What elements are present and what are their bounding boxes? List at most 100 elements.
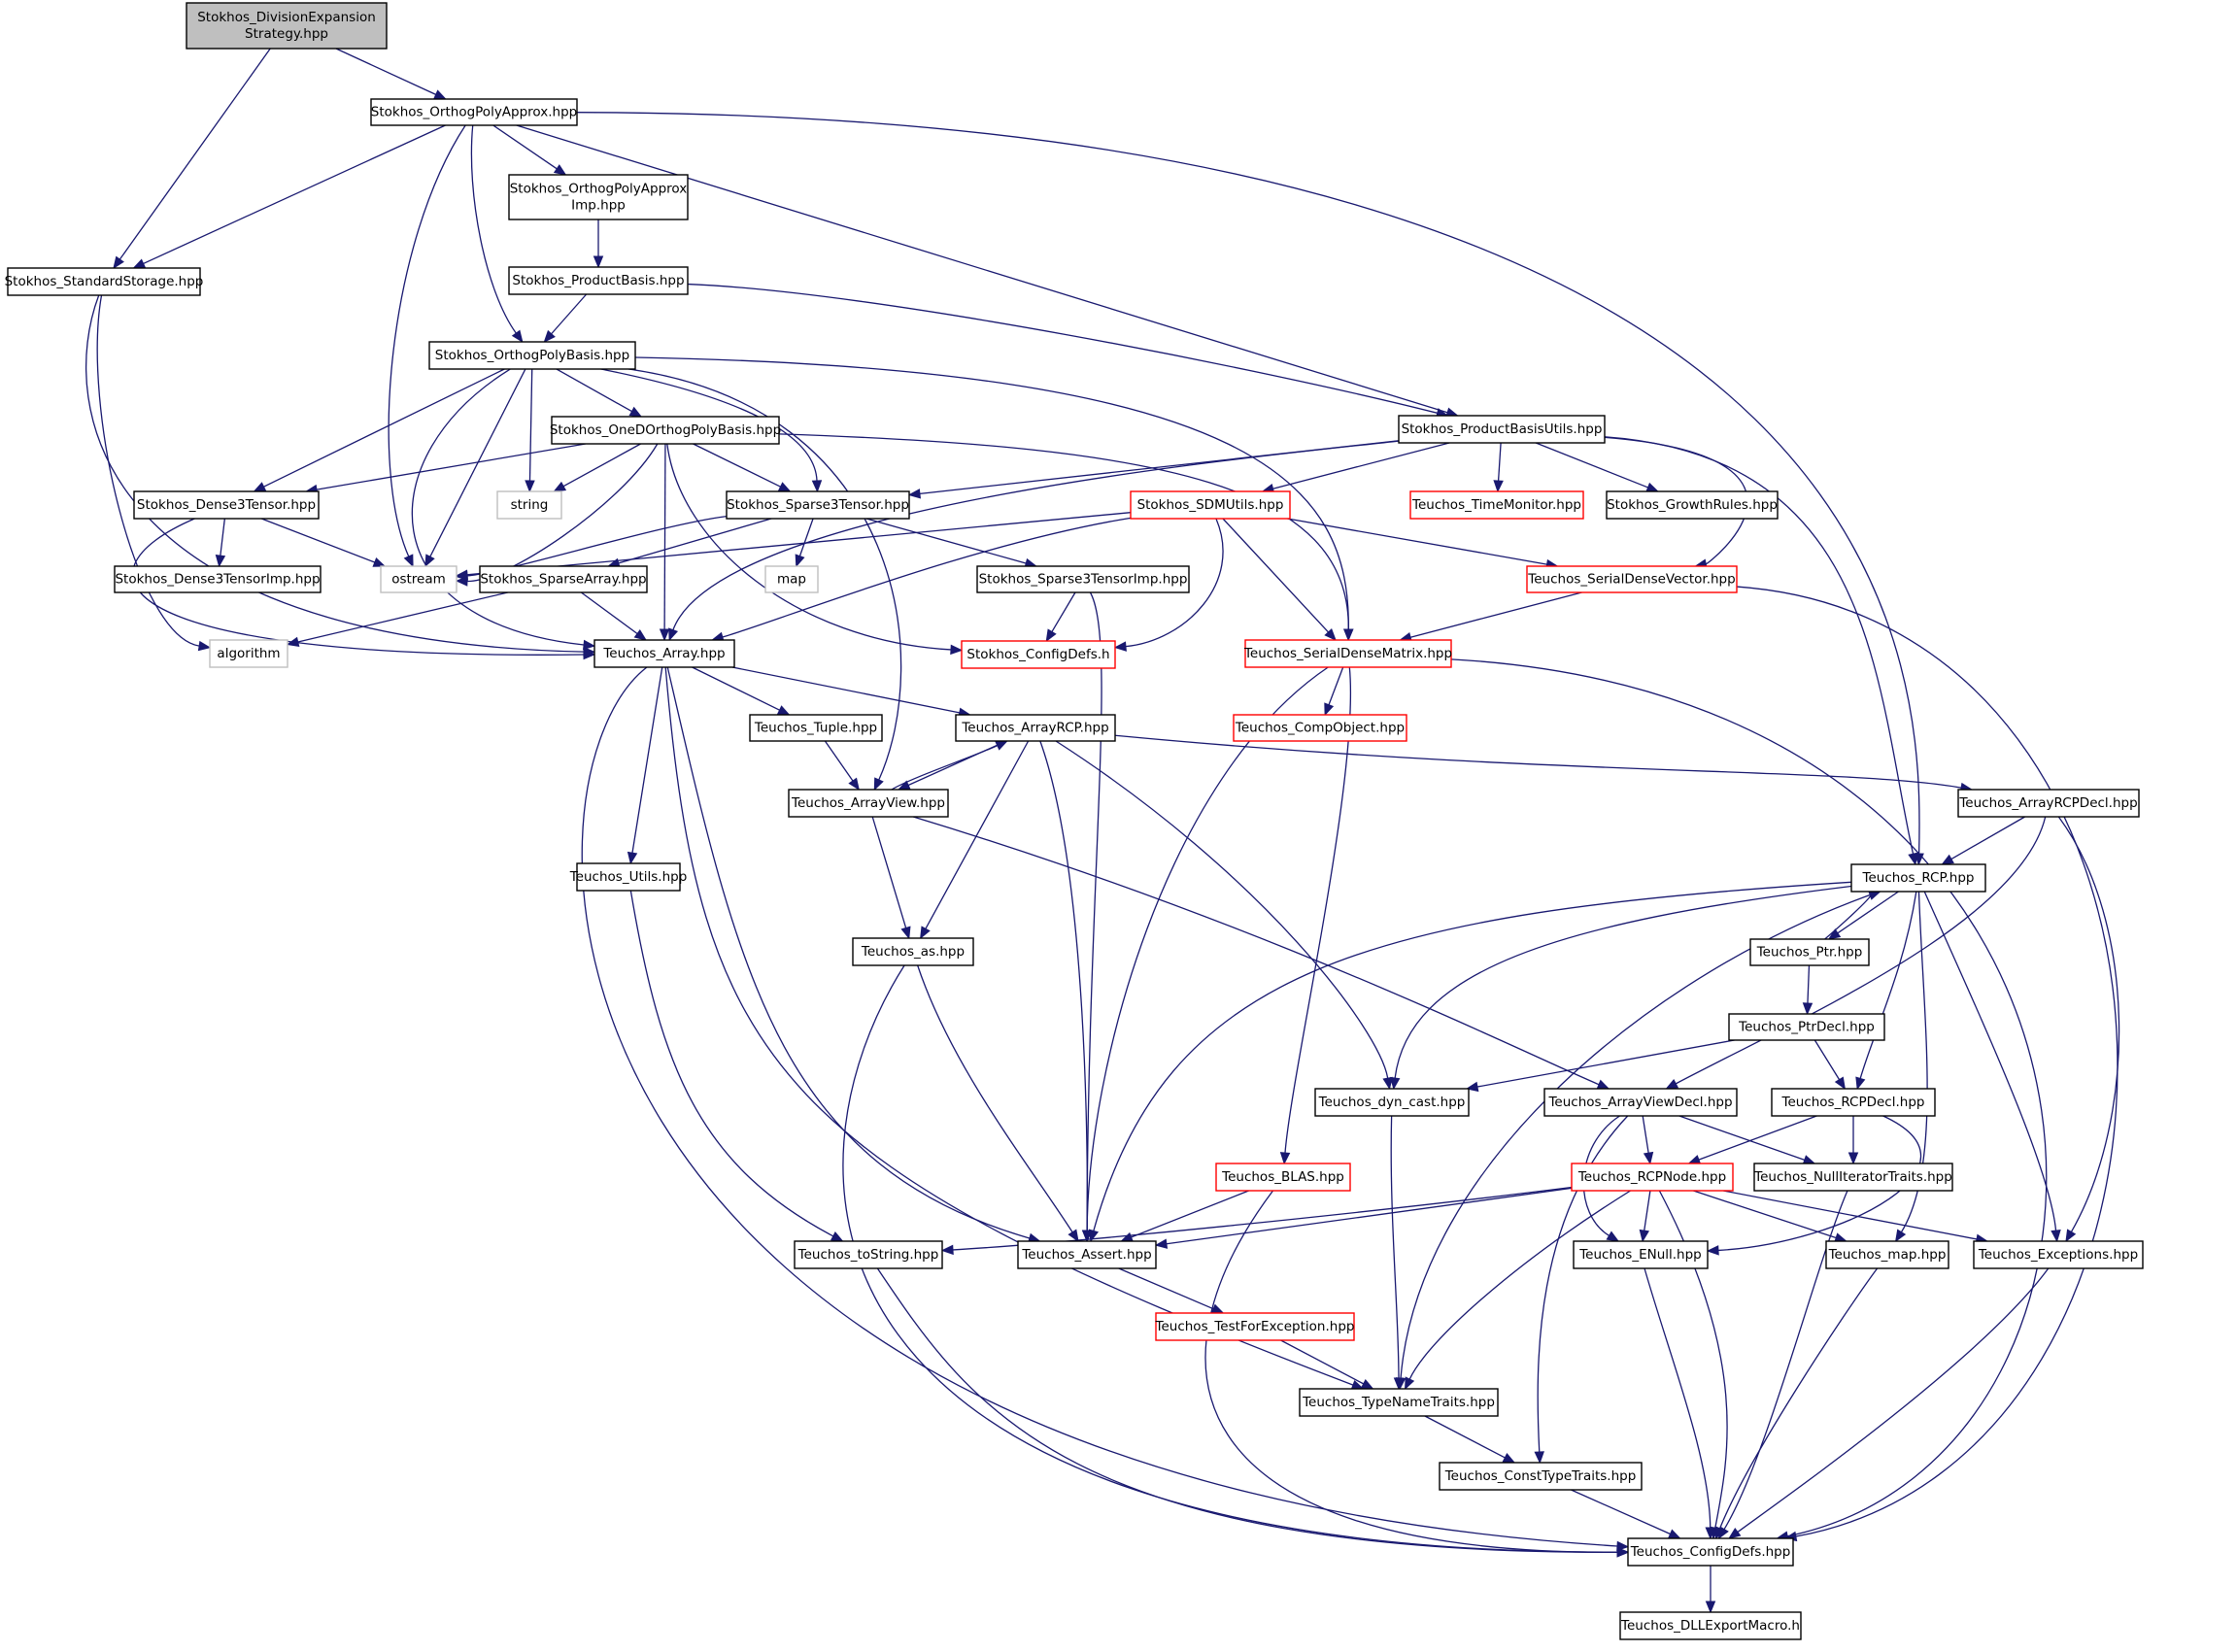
node-sparse3tensorimp[interactable]: Stokhos_Sparse3TensorImp.hpp — [976, 565, 1190, 593]
node-rcpdecl[interactable]: Teuchos_RCPDecl.hpp — [1771, 1088, 1936, 1117]
arrowhead — [1534, 1451, 1544, 1465]
node-dense3tensor[interactable]: Stokhos_Dense3Tensor.hpp — [133, 490, 320, 520]
node-exceptions[interactable]: Teuchos_Exceptions.hpp — [1973, 1240, 2144, 1269]
node-label: Teuchos_TimeMonitor.hpp — [1411, 497, 1581, 513]
arrowhead — [583, 649, 596, 660]
edge-onedorthopolybasis-to-dense3tensor — [304, 443, 586, 495]
nodes-layer: Stokhos_DivisionExpansionStrategy.hppSto… — [5, 2, 2144, 1640]
node-box — [852, 937, 974, 966]
node-label: Stokhos_Sparse3TensorImp.hpp — [979, 572, 1188, 588]
edge-orthopolybasis-to-string — [525, 368, 535, 493]
edge-sparse3tensor-to-map — [795, 518, 814, 568]
node-nulliter[interactable]: Teuchos_NullIteratorTraits.hpp — [1753, 1163, 1953, 1192]
node-sparsearray[interactable]: Stokhos_SparseArray.hpp — [479, 565, 648, 593]
node-arrayviewdecl[interactable]: Teuchos_ArrayViewDecl.hpp — [1543, 1088, 1738, 1117]
edge-orthopolyapprox-to-ostream — [388, 124, 466, 568]
node-configdefs_hpp[interactable]: Teuchos_ConfigDefs.hpp — [1627, 1537, 1794, 1567]
edge-utils-to-tostring — [629, 890, 844, 1242]
node-array[interactable]: Teuchos_Array.hpp — [593, 639, 735, 668]
node-ptrdecl[interactable]: Teuchos_PtrDecl.hpp — [1728, 1013, 1885, 1041]
node-as[interactable]: Teuchos_as.hpp — [852, 937, 974, 966]
arrowhead — [253, 482, 267, 492]
edge-line — [693, 443, 781, 488]
edge-line — [220, 518, 225, 556]
arrowhead — [1324, 702, 1335, 717]
edge-line — [388, 124, 466, 557]
node-standardstorage[interactable]: Stokhos_StandardStorage.hpp — [5, 267, 204, 296]
node-consttypetraits[interactable]: Teuchos_ConstTypeTraits.hpp — [1439, 1462, 1643, 1491]
node-dllexport[interactable]: Teuchos_DLLExportMacro.h — [1619, 1611, 1802, 1640]
node-orthopolyapprox[interactable]: Stokhos_OrthogPolyApprox.hpp — [370, 98, 578, 126]
node-timemonitor[interactable]: Teuchos_TimeMonitor.hpp — [1409, 490, 1584, 520]
node-assert[interactable]: Teuchos_Assert.hpp — [1017, 1240, 1157, 1269]
edge-arrayrcp-to-as — [920, 740, 1030, 940]
node-productbasisutils[interactable]: Stokhos_ProductBasisUtils.hpp — [1398, 415, 1606, 444]
node-algorithm: algorithm — [209, 639, 288, 668]
node-typenametraits[interactable]: Teuchos_TypeNameTraits.hpp — [1299, 1388, 1499, 1417]
node-dense3tensorimp[interactable]: Stokhos_Dense3TensorImp.hpp — [114, 565, 322, 593]
arrowhead — [1802, 1002, 1813, 1016]
edge-consttypetraits-to-configdefs_hpp — [1571, 1489, 1681, 1539]
edge-line — [1450, 658, 2048, 1537]
edge-rcp-to-ptr — [1827, 891, 1899, 940]
arrowhead — [1868, 890, 1881, 900]
edge-dyncast-to-typenametraits — [1390, 1115, 1405, 1391]
node-arrayrcp[interactable]: Teuchos_ArrayRCP.hpp — [955, 714, 1116, 742]
edge-line — [466, 512, 1132, 576]
node-sparse3tensor[interactable]: Stokhos_Sparse3Tensor.hpp — [726, 490, 910, 520]
edge-arrayviewdecl-to-rcpnode — [1642, 1115, 1654, 1165]
node-blas[interactable]: Teuchos_BLAS.hpp — [1215, 1163, 1351, 1192]
node-tuple[interactable]: Teuchos_Tuple.hpp — [749, 714, 883, 742]
edge-arrayview-to-arrayrcp — [891, 740, 1008, 791]
edges-layer — [85, 48, 2120, 1614]
edge-ptrdecl-to-dyncast — [1465, 1039, 1735, 1093]
node-box — [1753, 1163, 1953, 1192]
node-dyncast[interactable]: Teuchos_dyn_cast.hpp — [1314, 1088, 1470, 1117]
node-label: Teuchos_DLLExportMacro.h — [1620, 1618, 1800, 1634]
edge-orthopolyapprox-to-standardstorage — [132, 124, 446, 269]
edge-line — [1166, 1187, 1573, 1245]
node-ptr[interactable]: Teuchos_Ptr.hpp — [1749, 938, 1870, 966]
node-growthrules[interactable]: Stokhos_GrowthRules.hpp — [1606, 490, 1779, 520]
node-label: Stokhos_OrthogPolyApprox.hpp — [371, 105, 578, 120]
arrowhead — [633, 628, 648, 641]
edge-array-to-assert — [666, 666, 1041, 1243]
node-serialdensevector[interactable]: Teuchos_SerialDenseVector.hpp — [1526, 565, 1738, 593]
node-tmap[interactable]: Teuchos_map.hpp — [1825, 1240, 1949, 1269]
node-orthopolybasis[interactable]: Stokhos_OrthogPolyBasis.hpp — [428, 341, 636, 370]
node-tostring[interactable]: Teuchos_toString.hpp — [794, 1240, 943, 1269]
node-box — [1215, 1163, 1351, 1192]
node-rcpnode[interactable]: Teuchos_RCPNode.hpp — [1571, 1163, 1734, 1192]
edge-arrayview-to-arrayviewdecl — [913, 816, 1610, 1090]
node-rcp[interactable]: Teuchos_RCP.hpp — [1850, 863, 1986, 893]
node-onedorthopolybasis[interactable]: Stokhos_OneDOrthogPolyBasis.hpp — [550, 416, 781, 445]
node-label: Teuchos_Tuple.hpp — [754, 721, 877, 736]
edge-rcp-to-tmap — [1894, 891, 1928, 1243]
node-configdefs_h[interactable]: Stokhos_ConfigDefs.h — [961, 640, 1116, 669]
node-productbasis[interactable]: Stokhos_ProductBasis.hpp — [508, 266, 689, 295]
node-box — [976, 565, 1190, 593]
node-box — [1299, 1388, 1499, 1417]
edge-tuple-to-arrayview — [824, 740, 861, 792]
edge-orthopolybasis-to-ostream — [424, 368, 526, 568]
edge-sparse3tensor-to-sparse3tensorimp — [865, 518, 1038, 568]
node-enull[interactable]: Teuchos_ENull.hpp — [1573, 1240, 1709, 1269]
node-sdmutils[interactable]: Stokhos_SDMUtils.hpp — [1130, 490, 1291, 520]
node-arrayview[interactable]: Teuchos_ArrayView.hpp — [788, 789, 949, 818]
node-serialdensematrix[interactable]: Teuchos_SerialDenseMatrix.hpp — [1243, 639, 1452, 668]
edge-arrayrcp-to-assert — [1039, 740, 1093, 1243]
edge-line — [618, 518, 772, 564]
arrowhead — [1343, 628, 1354, 642]
node-testforexc[interactable]: Teuchos_TestForException.hpp — [1155, 1312, 1355, 1341]
node-box — [380, 565, 458, 593]
arrowhead — [1393, 1377, 1405, 1391]
node-arrayrcpdecl[interactable]: Teuchos_ArrayRCPDecl.hpp — [1957, 789, 2140, 818]
edge-line — [871, 816, 907, 928]
edge-line — [580, 591, 638, 635]
arrowhead — [1908, 852, 1918, 866]
node-compobject[interactable]: Teuchos_CompObject.hpp — [1233, 714, 1407, 742]
edge-typenametraits-to-consttypetraits — [1424, 1415, 1516, 1464]
node-utils[interactable]: Teuchos_Utils.hpp — [569, 862, 688, 892]
